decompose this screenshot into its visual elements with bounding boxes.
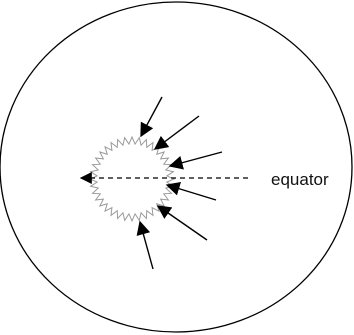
equator-label: equator	[271, 170, 329, 189]
arrow-2	[153, 115, 200, 150]
arrow-6	[136, 220, 154, 270]
arrow-group	[136, 96, 223, 270]
arrow-5	[156, 205, 208, 241]
arrow-1	[140, 96, 163, 138]
arrow-3	[168, 151, 223, 170]
arrow-4	[165, 181, 217, 201]
